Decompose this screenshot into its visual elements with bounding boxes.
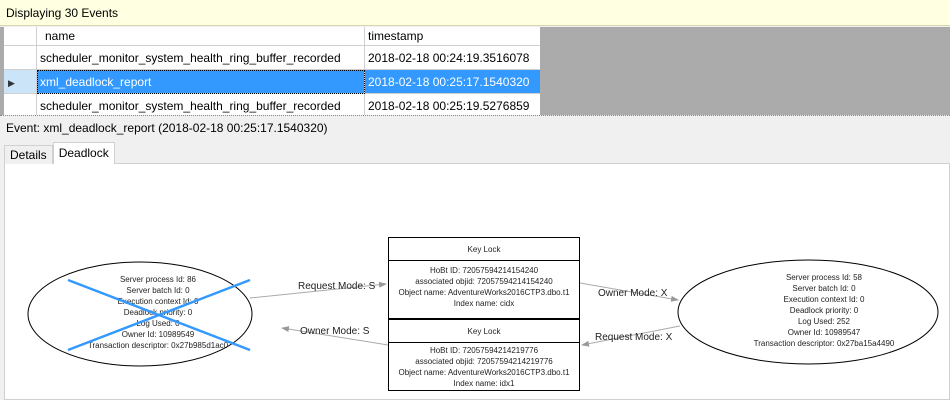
table-row[interactable]: scheduler_monitor_system_health_ring_buf… bbox=[4, 94, 540, 115]
cell-timestamp[interactable]: 2018-02-18 00:25:19.5276859 bbox=[365, 94, 540, 115]
node-line: Server batch Id: 0 bbox=[126, 286, 190, 295]
row-header[interactable]: ▶ bbox=[4, 70, 37, 94]
node-line: Transaction descriptor: 0x27b985d1ac0 bbox=[88, 341, 229, 350]
node-line: Index name: idx1 bbox=[454, 379, 515, 388]
node-line: Transaction descriptor: 0x27ba15a4490 bbox=[754, 339, 895, 348]
process-node[interactable]: Server process Id: 58 Server batch Id: 0… bbox=[677, 259, 939, 365]
node-line: Server process Id: 58 bbox=[786, 273, 863, 282]
node-line: Object name: AdventureWorks2016CTP3.dbo.… bbox=[398, 368, 570, 377]
node-line: Server batch Id: 0 bbox=[792, 284, 856, 293]
tab-deadlock[interactable]: Deadlock bbox=[52, 142, 115, 164]
node-line: HoBt ID: 72057594214219776 bbox=[430, 346, 539, 355]
edge-request-x: Request Mode: X bbox=[581, 325, 681, 347]
table-row-selected[interactable]: ▶ xml_deadlock_report 2018-02-18 00:25:1… bbox=[4, 70, 540, 94]
victim-process-node[interactable]: Server process Id: 86 Server batch Id: 0… bbox=[27, 261, 253, 367]
table-row[interactable]: scheduler_monitor_system_health_ring_buf… bbox=[4, 46, 540, 70]
edge-label: Request Mode: S bbox=[298, 281, 376, 292]
edge-label: Owner Mode: S bbox=[300, 326, 370, 337]
events-count-header: Displaying 30 Events bbox=[0, 0, 950, 26]
cell-name[interactable]: scheduler_monitor_system_health_ring_buf… bbox=[37, 46, 365, 70]
edge-owner-s: Owner Mode: S bbox=[281, 326, 389, 346]
edge-request-s: Request Mode: S bbox=[249, 281, 387, 299]
node-line: Log Used: 252 bbox=[798, 317, 851, 326]
cell-name[interactable]: scheduler_monitor_system_health_ring_buf… bbox=[37, 94, 365, 115]
victim-x-mark-icon bbox=[67, 278, 251, 352]
cell-timestamp[interactable]: 2018-02-18 00:25:17.1540320 bbox=[365, 70, 540, 94]
node-line: Execution context Id: 0 bbox=[118, 297, 199, 306]
node-line: Execution context Id: 0 bbox=[784, 295, 865, 304]
node-line: HoBt ID: 72057594214154240 bbox=[430, 266, 539, 275]
row-header-corner bbox=[4, 27, 37, 46]
edge-owner-x: Owner Mode: X bbox=[579, 282, 679, 302]
row-header[interactable] bbox=[4, 94, 37, 115]
node-line: associated objid: 72057594214219776 bbox=[415, 357, 553, 366]
key-lock-node[interactable]: Key Lock HoBt ID: 72057594214154240 asso… bbox=[388, 237, 580, 319]
node-line: Server process Id: 86 bbox=[120, 275, 197, 284]
node-line: Object name: AdventureWorks2016CTP3.dbo.… bbox=[398, 288, 570, 297]
node-line: Owner Id: 10989547 bbox=[788, 328, 861, 337]
lock-title: Key Lock bbox=[468, 327, 502, 336]
lock-title: Key Lock bbox=[468, 245, 502, 254]
cell-name[interactable]: xml_deadlock_report bbox=[37, 70, 365, 94]
node-line: Owner Id: 10989549 bbox=[122, 330, 195, 339]
tab-details[interactable]: Details bbox=[4, 145, 53, 164]
key-lock-node[interactable]: Key Lock HoBt ID: 72057594214219776 asso… bbox=[388, 319, 580, 391]
event-label: Event: xml_deadlock_report (2018-02-18 0… bbox=[6, 121, 328, 135]
edge-label: Request Mode: X bbox=[595, 332, 673, 343]
row-header[interactable] bbox=[4, 46, 37, 70]
splitter[interactable] bbox=[0, 115, 950, 118]
tab-strip: Details Deadlock bbox=[4, 142, 115, 164]
node-line: Log Used: 0 bbox=[136, 319, 180, 328]
column-header-timestamp[interactable]: timestamp bbox=[365, 27, 540, 46]
edge-label: Owner Mode: X bbox=[598, 288, 668, 299]
node-line: Deadlock priority: 0 bbox=[790, 306, 859, 315]
grid-header-row: name timestamp bbox=[4, 27, 540, 46]
node-line: Index name: cidx bbox=[454, 299, 514, 308]
events-grid[interactable]: name timestamp scheduler_monitor_system_… bbox=[4, 27, 540, 115]
node-line: Deadlock priority: 0 bbox=[124, 308, 193, 317]
cell-timestamp[interactable]: 2018-02-18 00:24:19.3516078 bbox=[365, 46, 540, 70]
node-line: associated objid: 72057594214154240 bbox=[415, 277, 553, 286]
column-header-name[interactable]: name bbox=[37, 27, 365, 46]
current-row-arrow-icon: ▶ bbox=[8, 78, 15, 88]
